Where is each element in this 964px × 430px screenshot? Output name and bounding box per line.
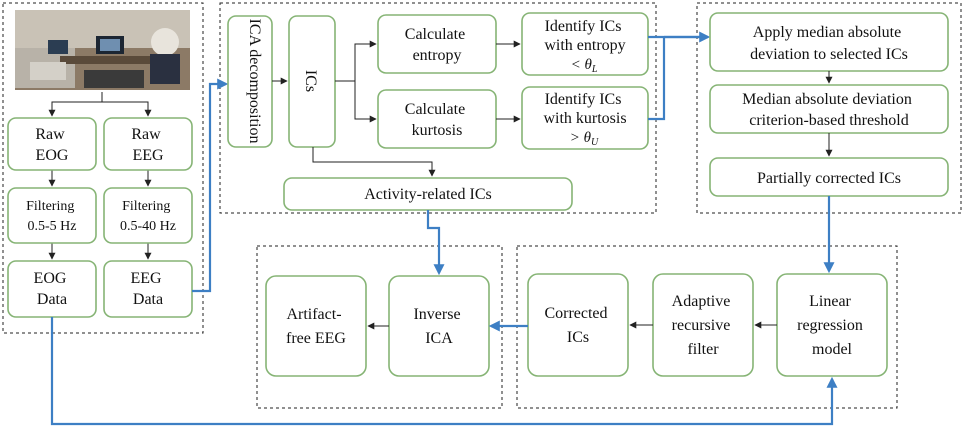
- raw-eog-node: [7, 117, 97, 171]
- calc-kurtosis-node: [377, 89, 497, 149]
- kurtosis-ics-to-mad-line: [648, 37, 666, 121]
- eeg-data-to-ica-arrow: [192, 78, 229, 293]
- corrected-ics-label: Corrected ICs: [544, 305, 611, 346]
- apply-mad-label: Apply median absolute deviation to selec…: [750, 24, 908, 63]
- ica-group: [219, 2, 657, 214]
- inverse-ica-node: [388, 275, 490, 377]
- filter-eeg-node: [103, 187, 193, 244]
- linear-regression-label: Linear regression model: [797, 293, 867, 358]
- filter-eog-label: Filtering 0.5-5 Hz: [26, 199, 78, 234]
- filter-eeg-label: Filtering 0.5-40 Hz: [120, 199, 176, 234]
- calc-entropy-node: [377, 14, 497, 74]
- ica-decomposition-label: ICA decomposition: [246, 19, 263, 144]
- identify-kurtosis-label: Identify ICs with kurtosis: [543, 91, 626, 127]
- raw-eeg-label: Raw EEG: [131, 126, 164, 164]
- calc-entropy-label: Calculate entropy: [405, 26, 469, 64]
- activity-ics-label: Activity-related ICs: [364, 186, 492, 203]
- identify-kurtosis-threshold: > θU: [570, 130, 599, 148]
- raw-eeg-node: [103, 117, 193, 171]
- acquisition-group: [2, 2, 204, 334]
- inverse-ica-label: Inverse ICA: [413, 306, 464, 347]
- photo-to-raw-eeg-arrow: [102, 101, 152, 117]
- identify-entropy-node: [521, 12, 649, 76]
- mad-threshold-label: Median absolute deviation criterion-base…: [742, 91, 916, 129]
- identify-entropy-threshold: < θL: [571, 57, 598, 75]
- ics-to-kurtosis-arrow: [354, 81, 377, 123]
- eog-data-label: EOG Data: [34, 270, 71, 308]
- artifact-free-label: Artifact- free EEG: [286, 306, 346, 347]
- filter-eog-node: [7, 187, 97, 244]
- ics-to-entropy-arrow: [335, 40, 377, 82]
- activity-to-inverse-arrow: [426, 210, 445, 276]
- ics-to-activity-arrow: [312, 147, 436, 177]
- eeg-data-label: EEG Data: [130, 270, 165, 308]
- eog-to-regression-arrow: [50, 317, 838, 426]
- eeg-data-node: [103, 260, 193, 318]
- raw-eog-label: Raw EOG: [35, 126, 69, 164]
- corrected-ics-node: [527, 273, 629, 377]
- identify-entropy-label: Identify ICs with entropy: [544, 18, 625, 54]
- calc-kurtosis-label: Calculate kurtosis: [405, 101, 469, 139]
- adaptive-filter-label: Adaptive recursive filter: [672, 293, 735, 358]
- ics-label: ICs: [302, 70, 319, 92]
- photo-to-raw-eog-arrow: [48, 92, 103, 117]
- eeg-recording-session-photo: [15, 10, 190, 90]
- artifact-free-node: [265, 275, 367, 377]
- partial-ics-label: Partially corrected ICs: [757, 170, 901, 187]
